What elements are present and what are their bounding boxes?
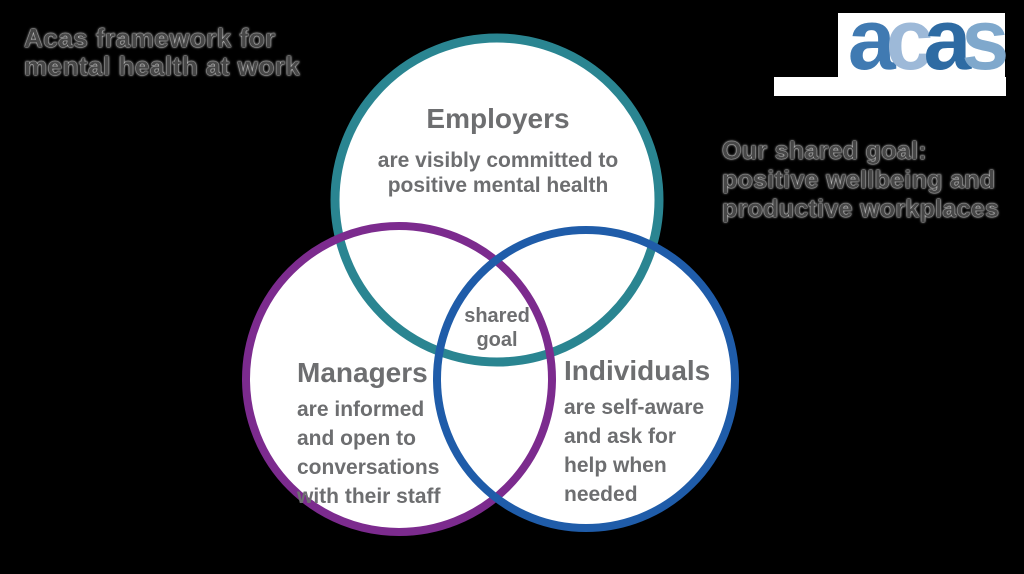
managers-title: Managers (297, 357, 428, 388)
individuals-title: Individuals (564, 355, 711, 386)
slide-title: Acas framework for mental health at work (24, 23, 301, 81)
logo-letter-4: s (961, 0, 1009, 88)
managers-label-block: Managers are informed and open to conver… (297, 356, 547, 511)
logo-letter-2: c (885, 0, 934, 88)
managers-circle-outline (242, 222, 556, 536)
logo-letter-3: a (923, 0, 972, 88)
logo-white-strip (774, 77, 1006, 96)
individuals-description: are self-aware and ask for help when nee… (564, 396, 705, 506)
acas-logo-background (838, 13, 1005, 77)
individuals-circle-fill (437, 230, 735, 528)
individuals-circle-outline (433, 226, 739, 532)
logo-letter-1: a (847, 0, 896, 88)
individuals-label-block: Individuals are self-aware and ask for h… (564, 354, 784, 509)
employers-description: are visibly committed to positive mental… (377, 149, 619, 197)
shared-goal-center-label: shared goal (464, 305, 530, 351)
managers-description: are informed and open to conversations w… (297, 398, 441, 508)
shared-goal-note: Our shared goal: positive wellbeing and … (722, 137, 1000, 223)
employers-title: Employers (426, 103, 570, 134)
employers-circle-outline (330, 33, 664, 367)
acas-logo: acas (842, 0, 1009, 83)
employers-label-block: Employers are visibly committed to posit… (348, 102, 648, 198)
